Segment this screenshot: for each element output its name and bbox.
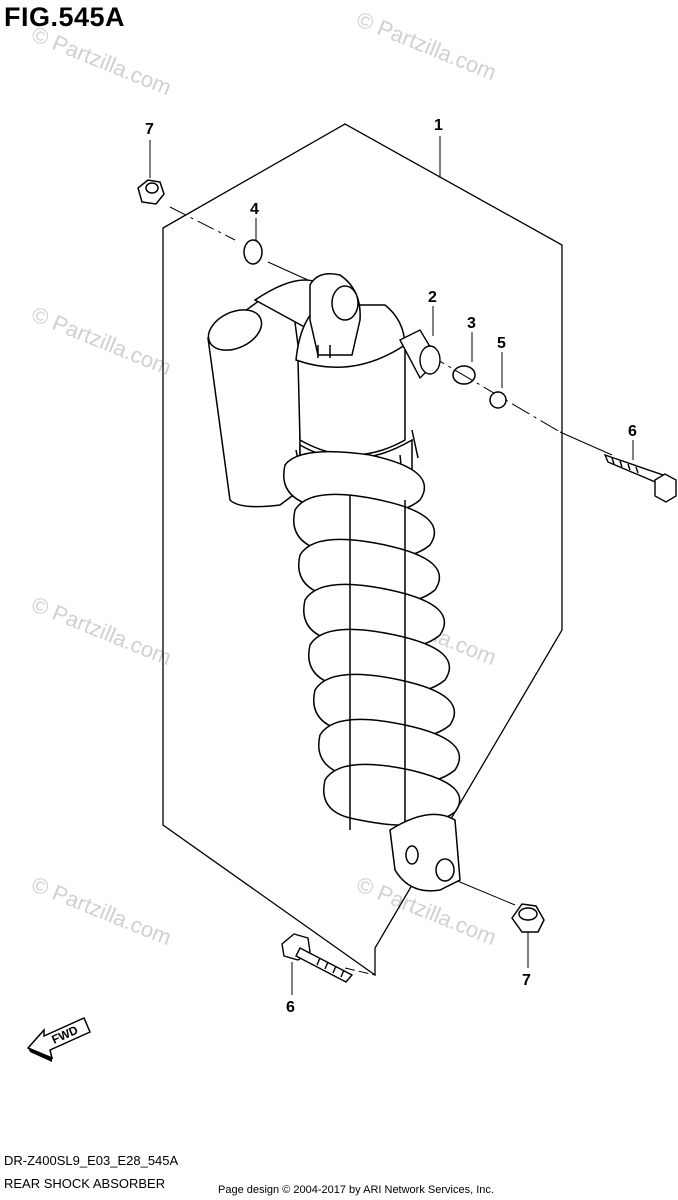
- washer-part-4: [243, 239, 263, 265]
- watermark: © Partzilla.com: [28, 21, 175, 100]
- washer-part-5: [489, 391, 507, 409]
- leader-lines: [149, 136, 634, 995]
- lower-clevis: [389, 813, 461, 892]
- nut-part-7-lower: [511, 903, 545, 933]
- callout-2: 2: [428, 289, 437, 306]
- collar-part-2: [399, 329, 441, 380]
- callout-7-upper: 7: [145, 121, 154, 138]
- watermark: © Partzilla.com: [28, 591, 175, 670]
- callout-numbers: 1 2 3 4 5 6 6 7 7: [145, 117, 637, 1016]
- section-name: REAR SHOCK ABSORBER: [4, 1176, 166, 1191]
- bolt-part-6-upper: [603, 453, 677, 503]
- callout-5: 5: [497, 335, 506, 352]
- callout-7-lower: 7: [522, 972, 531, 989]
- fwd-arrow: FWD: [26, 1017, 91, 1062]
- page-credit: Page design © 2004-2017 by ARI Network S…: [218, 1184, 494, 1196]
- reservoir: [207, 279, 323, 508]
- bolt-part-6-lower: [281, 933, 354, 983]
- watermark: © Partzilla.com: [28, 871, 175, 950]
- circlip-part-3: [452, 365, 476, 385]
- model-code: DR-Z400SL9_E03_E28_545A: [4, 1153, 179, 1168]
- callout-6-upper: 6: [628, 423, 637, 440]
- figure-title: FIG.545A: [4, 2, 126, 32]
- callout-4: 4: [250, 201, 259, 218]
- watermark: © Partzilla.com: [353, 6, 500, 85]
- callout-1: 1: [434, 117, 443, 134]
- coil-spring: [283, 450, 461, 830]
- callout-3: 3: [467, 315, 476, 332]
- watermark: © Partzilla.com: [28, 301, 175, 380]
- nut-part-7-upper: [137, 179, 165, 205]
- callout-6-lower: 6: [286, 999, 295, 1016]
- assembly-outline: [162, 123, 563, 977]
